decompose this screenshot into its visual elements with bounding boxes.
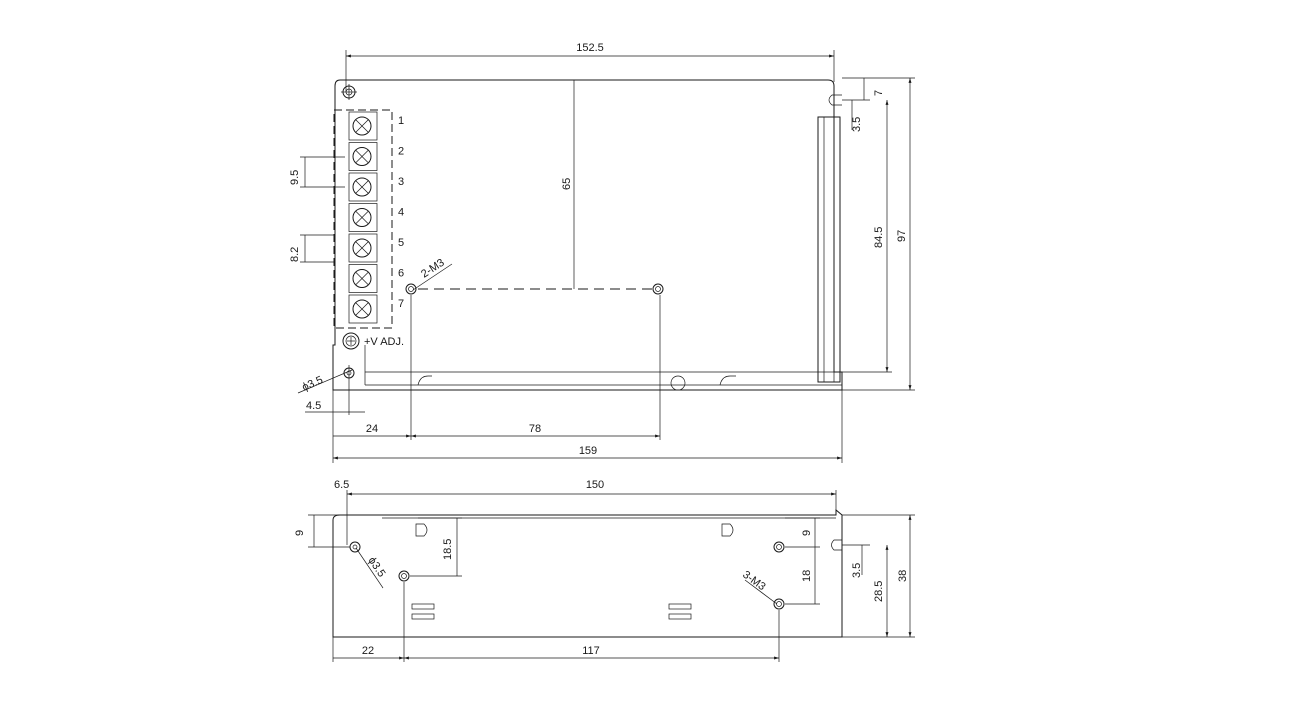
dim-22: 22 <box>362 645 374 657</box>
dim-9-right: 9 <box>801 530 813 536</box>
terminal-7: 7 <box>348 294 404 324</box>
dim-9-left: 9 <box>294 530 306 536</box>
dim-7: 7 <box>873 90 885 96</box>
dim-4-5: 4.5 <box>306 400 321 412</box>
terminal-4: 4 <box>348 203 404 232</box>
terminal-number: 2 <box>398 146 404 158</box>
top-view-outline <box>332 79 843 391</box>
v-adj-pot: +V ADJ. <box>342 332 404 350</box>
side-view: 6.5 150 9 18.5 ϕ3.5 9 18 3-M3 3.5 <box>294 479 915 662</box>
dim-24: 24 <box>366 423 378 435</box>
terminal-number: 1 <box>398 115 404 127</box>
terminal-number: 7 <box>398 298 404 310</box>
mount-hole-top-left <box>341 84 357 100</box>
terminal-number: 4 <box>398 207 404 219</box>
dim-78: 78 <box>529 423 541 435</box>
dim-38: 38 <box>897 570 909 582</box>
dim-117: 117 <box>582 645 600 657</box>
mount-hole-bottom-left <box>343 365 355 415</box>
dim-18: 18 <box>801 570 813 582</box>
terminal-number: 5 <box>398 237 404 249</box>
side-rail <box>817 116 841 383</box>
label-3-m3: 3-M3 <box>740 569 767 593</box>
top-view: 1 2 3 4 5 6 7 +V ADJ. 65 <box>289 42 915 463</box>
dim-phi-3-5-top: ϕ3.5 <box>300 374 324 394</box>
side-screw-right-bottom <box>773 598 785 610</box>
dim-3-5-side: 3.5 <box>851 563 863 578</box>
dim-152-5: 152.5 <box>576 42 604 54</box>
v-adj-label: +V ADJ. <box>364 336 404 348</box>
terminal-2: 2 <box>348 142 404 171</box>
side-view-outline <box>332 508 843 638</box>
terminal-number: 6 <box>398 268 404 280</box>
terminal-3: 3 <box>348 172 404 202</box>
dim-159: 159 <box>579 445 597 457</box>
dim-3-5-top: 3.5 <box>851 117 863 132</box>
dim-150: 150 <box>586 479 604 491</box>
m3-screw-right <box>652 283 664 295</box>
dim-28-5: 28.5 <box>873 581 885 602</box>
side-screw-left <box>398 570 410 582</box>
dim-6-5: 6.5 <box>334 479 349 491</box>
m3-screw-left <box>405 283 417 295</box>
dim-65: 65 <box>561 178 573 190</box>
side-hole-left <box>349 541 361 553</box>
dim-18-5: 18.5 <box>442 539 454 560</box>
terminal-6: 6 <box>348 264 404 293</box>
terminal-1: 1 <box>348 111 404 141</box>
dim-84-5: 84.5 <box>873 227 885 248</box>
terminal-5: 5 <box>348 233 404 263</box>
terminal-block: 1 2 3 4 5 6 7 <box>333 109 404 329</box>
dim-9-5: 9.5 <box>289 170 301 185</box>
terminal-number: 3 <box>398 176 404 188</box>
dim-97: 97 <box>896 230 908 242</box>
side-screw-right-top <box>773 541 785 553</box>
dim-8-2: 8.2 <box>289 247 301 262</box>
